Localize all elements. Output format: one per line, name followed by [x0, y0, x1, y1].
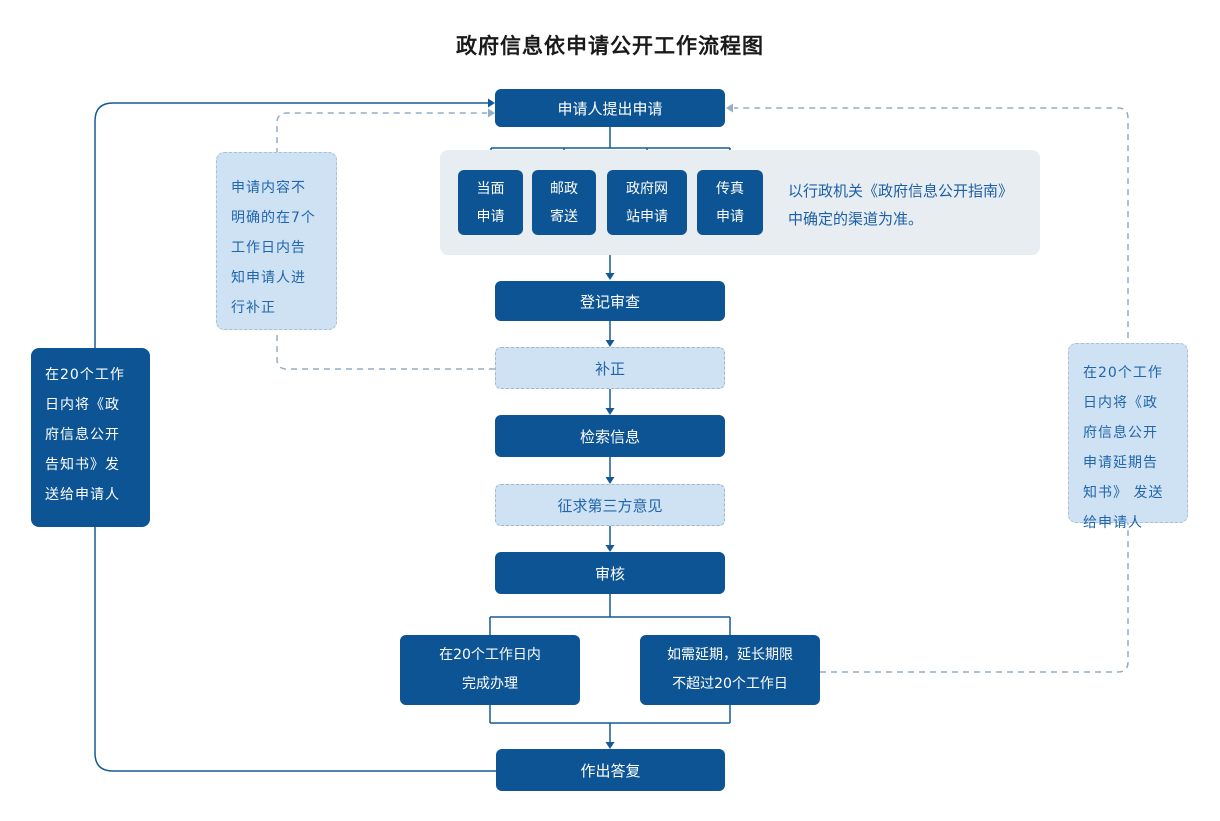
dashed-arrowheads	[488, 103, 733, 118]
node-complete-in-20-days: 在20个工作日内 完成办理	[400, 635, 580, 705]
node-search-info: 检索信息	[495, 415, 725, 457]
node-channel-website: 政府网 站申请	[607, 170, 687, 235]
note-supplement-notice: 申请内容不 明确的在7个 工作日内告 知申请人进 行补正	[216, 152, 337, 330]
node-third-party-opinion: 征求第三方意见	[495, 484, 725, 526]
node-channel-in-person: 当面 申请	[458, 170, 523, 235]
node-register-review: 登记审查	[495, 281, 725, 321]
node-channel-fax: 传真 申请	[697, 170, 763, 235]
node-reply: 作出答复	[496, 749, 725, 791]
page-title: 政府信息依申请公开工作流程图	[456, 34, 764, 58]
note-delay-notice: 在20个工作 日内将《政 府信息公开 申请延期告 知书》 发送 给申请人	[1068, 343, 1188, 531]
channels-note: 以行政机关《政府信息公开指南》 中确定的渠道为准。	[788, 182, 1014, 228]
node-supplement: 补正	[495, 347, 725, 389]
note-reply-notice: 在20个工作 日内将《政 府信息公开 告知书》发 送给申请人	[31, 348, 150, 527]
node-apply: 申请人提出申请	[495, 89, 725, 127]
node-channel-postal: 邮政 寄送	[532, 170, 596, 235]
node-review: 审核	[495, 552, 725, 594]
node-extension: 如需延期，延长期限 不超过20个工作日	[640, 635, 820, 705]
